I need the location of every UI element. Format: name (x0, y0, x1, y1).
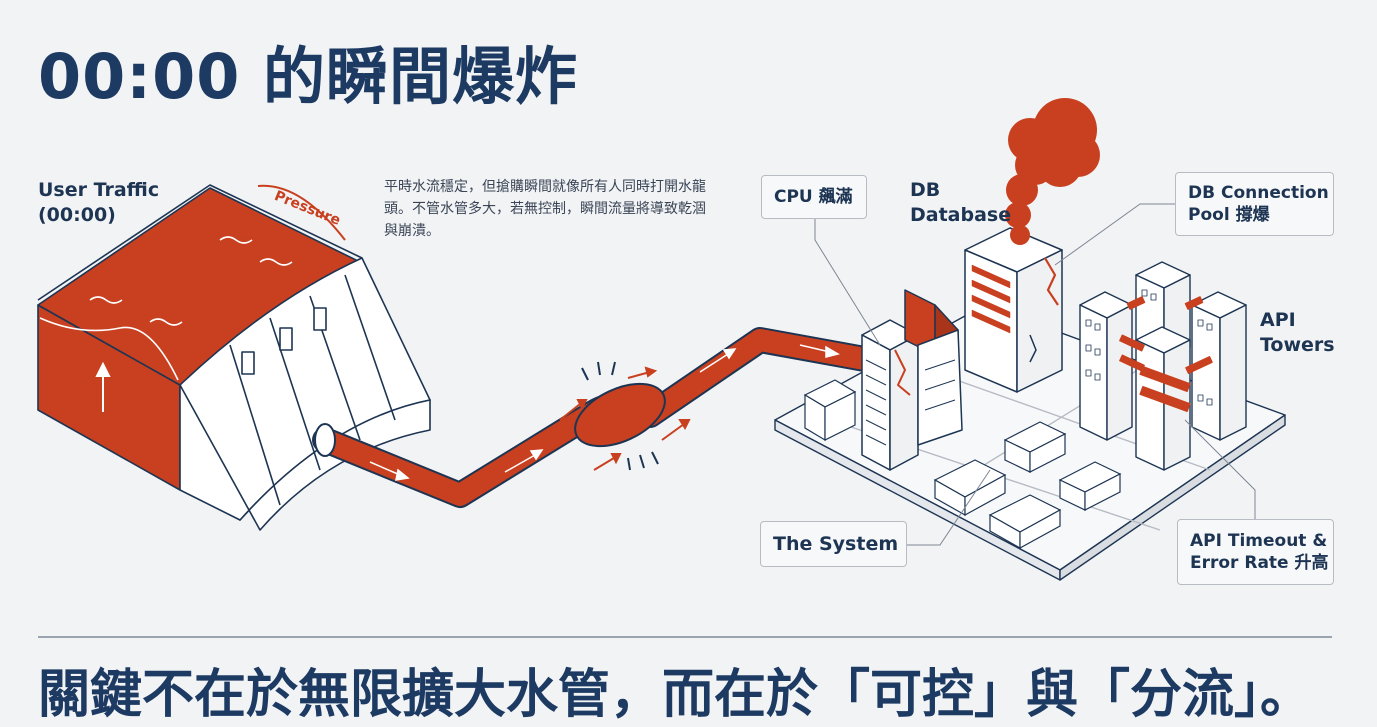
cpu-tower (861, 289, 963, 471)
user-traffic-label: User Traffic (00:00) (38, 179, 160, 226)
description-note: 平時水流穩定，但搶購瞬間就像所有人同時打開水龍頭。不管水管多大，若無控制，瞬間流… (384, 179, 706, 239)
small-buildings (803, 379, 1122, 550)
db-pool-callout: DB Connection Pool 撐爆 (1175, 172, 1334, 236)
reservoir-dam (37, 184, 431, 531)
pipe (312, 327, 883, 508)
arrow-up-icon (95, 361, 111, 412)
cpu-callout: CPU 飆滿 (761, 175, 867, 219)
divider (38, 636, 1332, 638)
page-title: 00:00 的瞬間爆炸 (38, 40, 578, 113)
slogan: 關鍵不在於無限擴大水管，而在於「可控」與「分流」。 (38, 665, 1313, 725)
api-towers-label: API Towers (1260, 309, 1335, 356)
callout-leaders (814, 203, 1256, 548)
system-callout: The System (760, 521, 907, 567)
db-label: DB Database (910, 179, 1012, 226)
api-towers (1079, 261, 1247, 471)
smoke-plume (1005, 98, 1100, 245)
traffic-illustration (37, 98, 1286, 581)
api-timeout-callout: API Timeout & Error Rate 升高 (1177, 519, 1334, 585)
db-building (964, 227, 1063, 393)
water-waves (39, 236, 293, 381)
pressure-bracket (257, 184, 346, 241)
